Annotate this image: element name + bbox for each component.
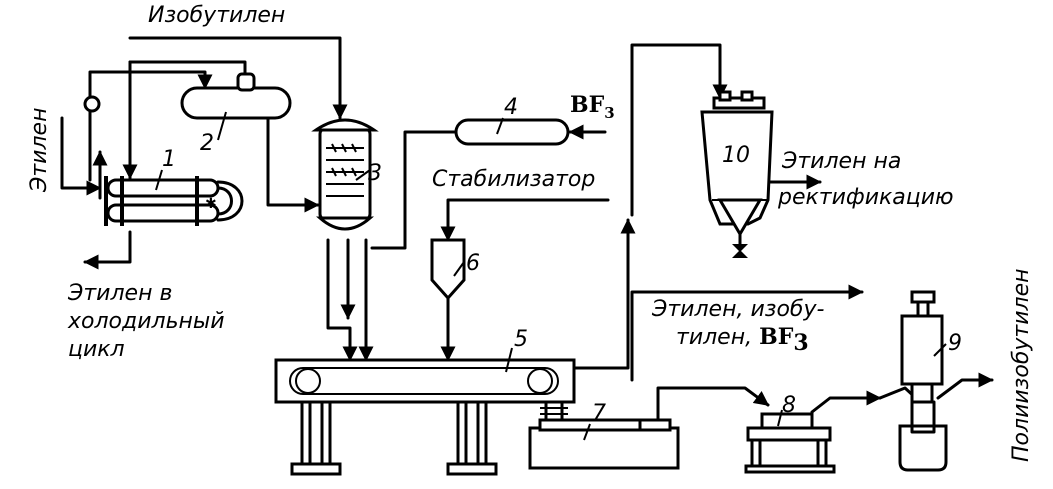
equipment-number-8: 8 bbox=[782, 393, 796, 418]
receiver-2 bbox=[180, 72, 292, 120]
label-ethylene-in: Этилен bbox=[27, 108, 52, 193]
label-ethylene-rect-1: Этилен на bbox=[781, 149, 901, 174]
label-gas-out-1: Этилен, изобу- bbox=[651, 297, 824, 322]
label-bf3-sub: 3 bbox=[604, 104, 614, 122]
vessel2-to-reactor-line bbox=[266, 116, 320, 213]
label-bf3: BF3 bbox=[570, 92, 615, 122]
reactor-to-mixer-line bbox=[370, 130, 460, 250]
leader-2 bbox=[217, 111, 227, 141]
leader-7 bbox=[583, 423, 591, 441]
gas-outlet-line bbox=[630, 284, 864, 382]
heat-exchanger-1: ✱ bbox=[83, 95, 244, 226]
label-isobutylene: Изобутилен bbox=[148, 3, 285, 28]
svg-text:✱: ✱ bbox=[205, 196, 217, 212]
leader-5 bbox=[505, 347, 513, 373]
ethylene-cold-cycle-line bbox=[83, 230, 132, 270]
label-ethylene-cold-1: Этилен в bbox=[67, 281, 172, 306]
label-polyisobutylene: Полиизобутилен bbox=[1009, 269, 1034, 463]
reactor-3 bbox=[311, 118, 379, 231]
leader-1 bbox=[155, 169, 163, 191]
label-ethylene-cold-3: цикл bbox=[68, 337, 125, 362]
product-outlet-line bbox=[936, 372, 994, 400]
equipment-number-10: 10 bbox=[722, 143, 750, 168]
dosing-vessel-6 bbox=[430, 238, 466, 301]
leader-8 bbox=[777, 409, 783, 427]
washer-8 bbox=[744, 412, 836, 474]
label-stabilizer: Стабилизатор bbox=[432, 167, 595, 192]
isobutylene-line bbox=[128, 36, 348, 120]
refrigerant-loop-line bbox=[88, 70, 213, 182]
ethylene-feed-line bbox=[60, 116, 102, 196]
washer-to-extruder-line bbox=[810, 390, 882, 414]
label-gas-out-2: тилен, BF3 bbox=[676, 324, 809, 356]
label-ethylene-rect-2: ректификацию bbox=[777, 185, 954, 210]
equipment-number-1: 1 bbox=[162, 147, 176, 172]
crusher-to-washer-line bbox=[656, 386, 770, 427]
offgas-to-cyclone-line bbox=[570, 218, 636, 370]
equipment-number-4: 4 bbox=[504, 95, 518, 120]
equipment-number-9: 9 bbox=[948, 331, 962, 356]
label-gas-out-2a: тилен, bbox=[676, 325, 759, 350]
equipment-number-2: 2 bbox=[200, 131, 214, 156]
offgas-riser-line bbox=[630, 43, 728, 217]
extruder-9 bbox=[898, 290, 948, 472]
leader-3 bbox=[355, 169, 371, 181]
label-bf3-main: BF bbox=[570, 92, 605, 118]
belt-polymerizer-5 bbox=[274, 358, 576, 476]
equipment-number-7: 7 bbox=[592, 401, 606, 426]
mixer-4 bbox=[454, 118, 570, 146]
equipment-number-5: 5 bbox=[514, 327, 528, 352]
label-ethylene-cold-2: холодильный bbox=[67, 309, 225, 334]
label-gas-out-2b: BF bbox=[759, 324, 794, 350]
reactor-outflow-1 bbox=[326, 238, 358, 362]
crusher-7 bbox=[528, 400, 680, 470]
equipment-number-6: 6 bbox=[466, 251, 480, 276]
stabilizer-line bbox=[440, 198, 610, 242]
equipment-number-3: 3 bbox=[368, 161, 382, 186]
leader-9 bbox=[933, 343, 947, 357]
leader-4 bbox=[496, 117, 504, 135]
leader-6 bbox=[453, 261, 465, 277]
separator-10 bbox=[700, 90, 774, 258]
label-gas-out-2-sub: 3 bbox=[793, 330, 808, 356]
